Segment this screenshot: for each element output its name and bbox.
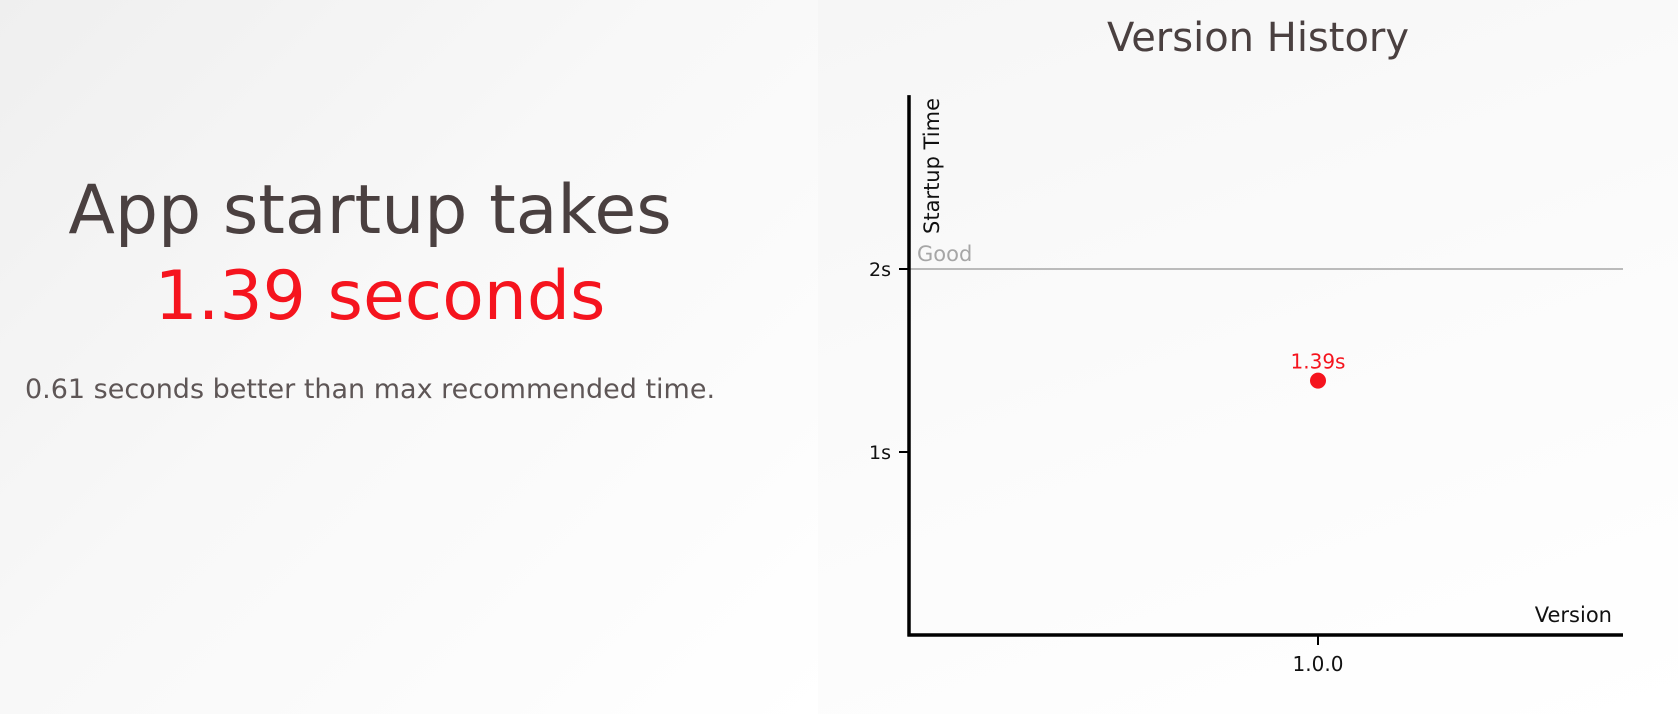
headline-text: App startup takes <box>68 171 672 250</box>
y-tick-label: 2s <box>869 259 891 281</box>
comparison-text: 0.61 seconds better than max recommended… <box>24 374 716 405</box>
startup-time-value: 1.39 seconds <box>154 257 606 336</box>
data-point <box>1310 372 1326 389</box>
y-tick-label: 1s <box>869 442 891 464</box>
data-label: 1.39s <box>1291 350 1346 374</box>
x-axis-label: Version <box>1535 603 1612 627</box>
threshold-label: Good <box>917 242 972 266</box>
x-tick-label: 1.0.0 <box>1293 652 1344 676</box>
summary-panel: App startup takes 1.39 seconds 0.61 seco… <box>0 0 818 714</box>
chart-panel <box>818 0 1678 714</box>
chart-title: Version History <box>1106 15 1410 61</box>
y-axis-label: Startup Time <box>920 98 944 234</box>
